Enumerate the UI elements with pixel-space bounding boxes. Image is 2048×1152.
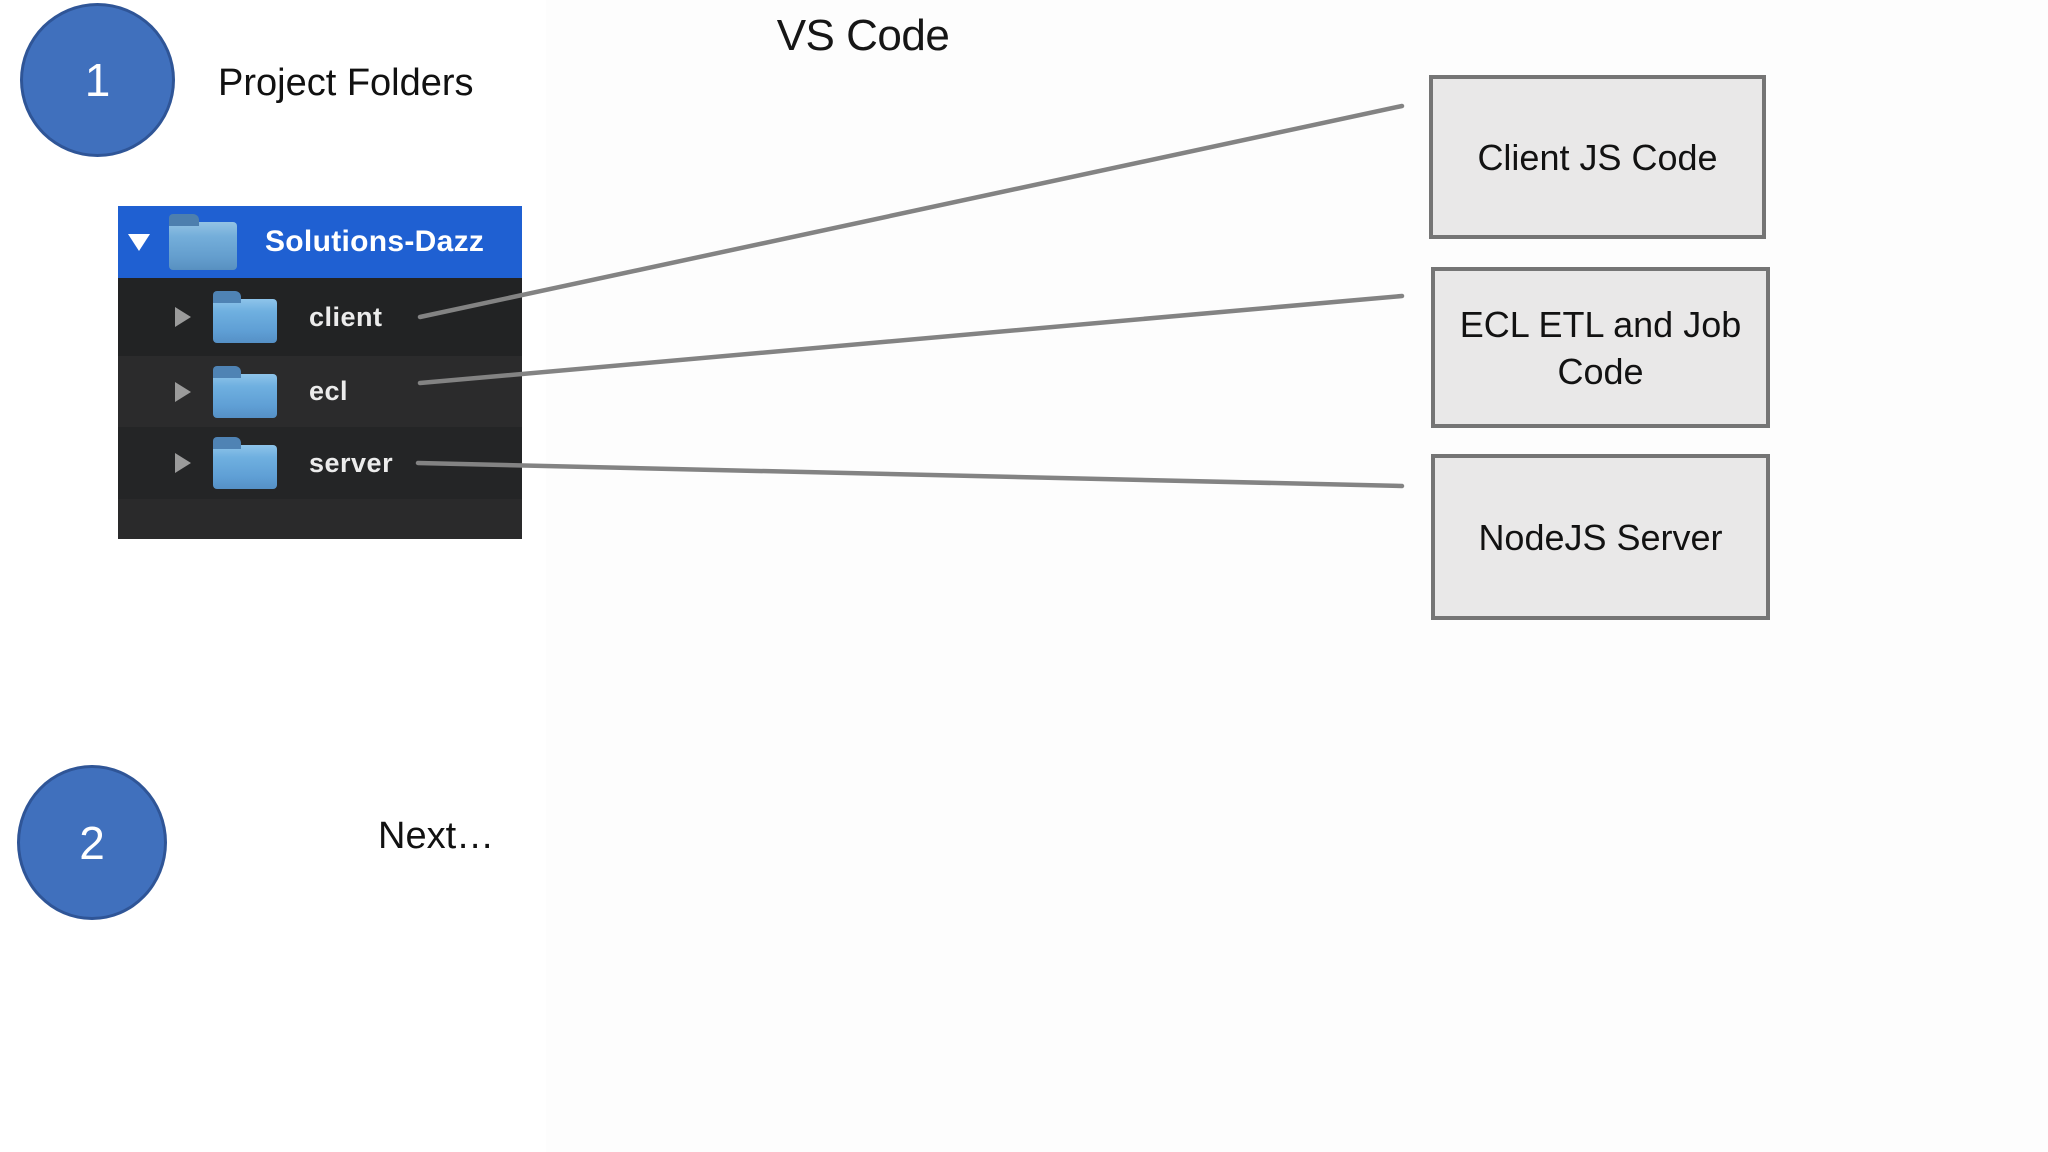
step-1-number: 1	[84, 54, 111, 106]
root-folder-name: Solutions-Dazz	[265, 225, 485, 258]
folder-icon	[213, 437, 277, 489]
ecl-etl-job-code-box: ECL ETL and Job Code	[1431, 267, 1770, 428]
explorer-footer	[118, 499, 522, 539]
nodejs-server-box: NodeJS Server	[1431, 454, 1770, 620]
box-label: ECL ETL and Job Code	[1459, 303, 1742, 392]
explorer-row-ecl[interactable]: ecl	[118, 356, 522, 427]
explorer-row-client[interactable]: client	[118, 278, 522, 356]
folder-name: ecl	[309, 376, 349, 406]
box-label: Client JS Code	[1477, 136, 1718, 178]
triangle-right-icon[interactable]	[175, 307, 191, 327]
explorer-root-row[interactable]: Solutions-Dazz	[118, 206, 522, 278]
vscode-explorer-panel: Solutions-Dazz client ecl server	[118, 206, 522, 539]
folder-icon	[213, 365, 277, 418]
triangle-down-icon[interactable]	[128, 233, 150, 251]
step-2-badge: 2	[17, 765, 167, 920]
folder-name: client	[309, 301, 383, 332]
folder-name: server	[309, 447, 394, 478]
box-label: NodeJS Server	[1478, 516, 1723, 558]
explorer-row-server[interactable]: server	[118, 427, 522, 499]
slide-title: VS Code	[776, 11, 950, 60]
folder-icon	[169, 214, 237, 270]
step-2-number: 2	[79, 816, 105, 869]
step-2-label: Next…	[378, 815, 495, 857]
client-js-code-box: Client JS Code	[1429, 75, 1766, 239]
step-1-label: Project Folders	[218, 62, 474, 104]
step-1-badge: 1	[20, 3, 175, 157]
background-shade	[546, 0, 2048, 1152]
triangle-right-icon[interactable]	[175, 381, 191, 402]
triangle-right-icon[interactable]	[175, 453, 191, 473]
folder-icon	[213, 291, 277, 343]
